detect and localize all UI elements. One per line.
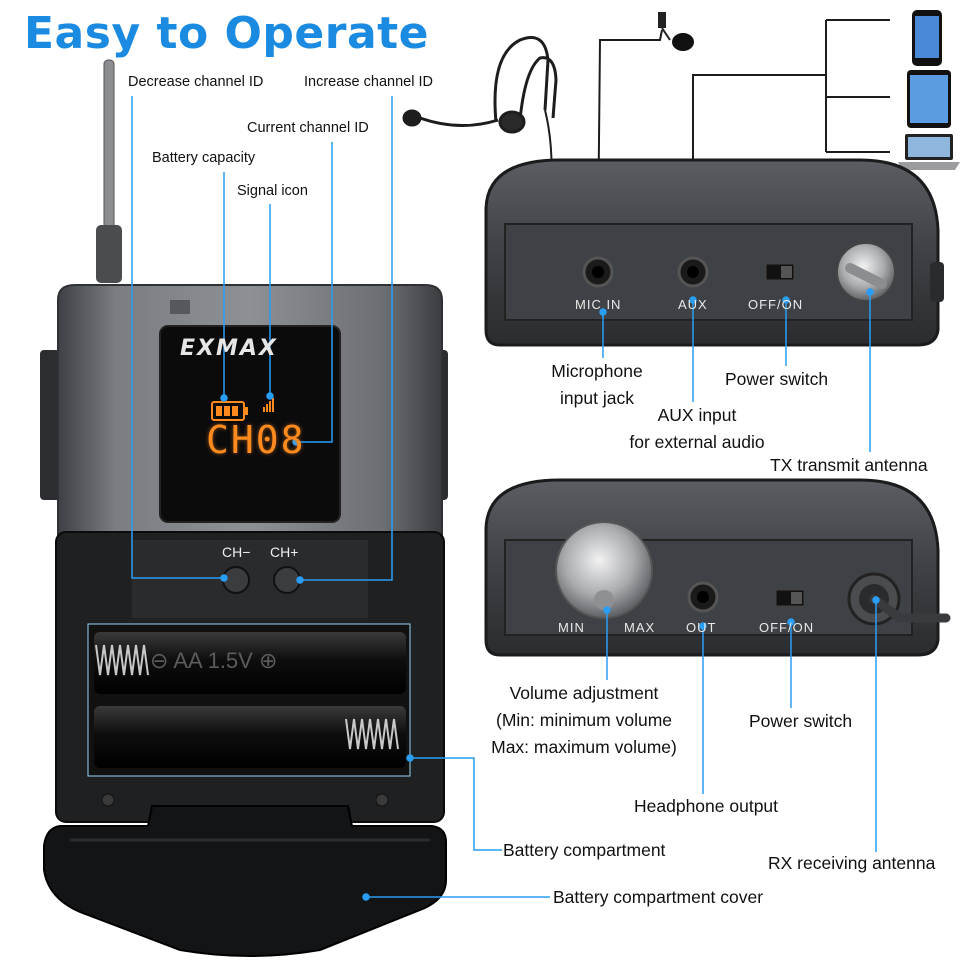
label-volume-line3: Max: maximum volume) xyxy=(491,737,677,757)
battery-bottom xyxy=(94,706,406,768)
label-current-channel: Current channel ID xyxy=(247,120,369,136)
max-print: MAX xyxy=(624,620,656,635)
battery-spring-icon xyxy=(95,644,399,750)
tablet-icon xyxy=(907,70,951,128)
label-aux-input-line1: AUX input xyxy=(657,405,737,425)
lavalier-mic-icon xyxy=(597,12,694,241)
battery-top xyxy=(94,632,406,694)
volume-knob xyxy=(555,521,653,619)
label-aux-input-line2: for external audio xyxy=(629,432,765,452)
lcd-screen xyxy=(159,325,341,523)
label-volume-line1: Volume adjustment xyxy=(509,683,659,703)
label-bottom-power-switch: Power switch xyxy=(749,711,853,731)
label-volume-adjustment: Volume adjustment (Min: minimum volume M… xyxy=(478,680,690,761)
ch-plus-button xyxy=(273,566,301,594)
battery-marking: ⊖ AA 1.5V ⊕ xyxy=(150,648,278,673)
label-mic-input-jack: Microphone input jack xyxy=(540,358,654,412)
min-print: MIN xyxy=(558,620,585,635)
ch-minus-label: CH− xyxy=(222,544,251,560)
label-tx-antenna: TX transmit antenna xyxy=(770,455,928,475)
label-mic-input-jack-line2: input jack xyxy=(560,388,634,408)
label-battery-compartment: Battery compartment xyxy=(503,840,666,860)
lcd-channel-readout: CH08 xyxy=(206,418,306,462)
laptop-icon xyxy=(898,134,960,170)
label-volume-line2: (Min: minimum volume xyxy=(496,710,672,730)
label-battery-capacity: Battery capacity xyxy=(152,150,256,166)
label-battery-cover: Battery compartment cover xyxy=(553,887,764,907)
label-increase-channel: Increase channel ID xyxy=(304,74,433,90)
page-title: Easy to Operate xyxy=(24,8,430,59)
callout-lines xyxy=(131,96,880,901)
label-top-power-switch: Power switch xyxy=(725,369,829,389)
brand-logo: EXMAX xyxy=(180,336,278,361)
out-print: OUT xyxy=(686,620,717,635)
label-aux-input: AUX input for external audio xyxy=(612,402,782,456)
label-mic-input-jack-line1: Microphone xyxy=(551,361,643,381)
label-decrease-channel: Decrease channel ID xyxy=(128,74,264,90)
phone-icon xyxy=(912,10,942,66)
label-rx-antenna: RX receiving antenna xyxy=(768,853,936,873)
lcd-signal-icon xyxy=(263,398,274,412)
top-off-on-print: OFF/ON xyxy=(748,297,804,312)
lcd-battery-icon xyxy=(211,401,248,421)
battery-cover xyxy=(43,805,447,957)
label-signal-icon: Signal icon xyxy=(237,183,308,199)
ch-plus-label: CH+ xyxy=(270,544,299,560)
mic-in-print: MIC IN xyxy=(575,297,622,312)
label-headphone-output: Headphone output xyxy=(634,796,779,816)
aux-print: AUX xyxy=(678,297,708,312)
bottom-off-on-print: OFF/ON xyxy=(759,620,815,635)
